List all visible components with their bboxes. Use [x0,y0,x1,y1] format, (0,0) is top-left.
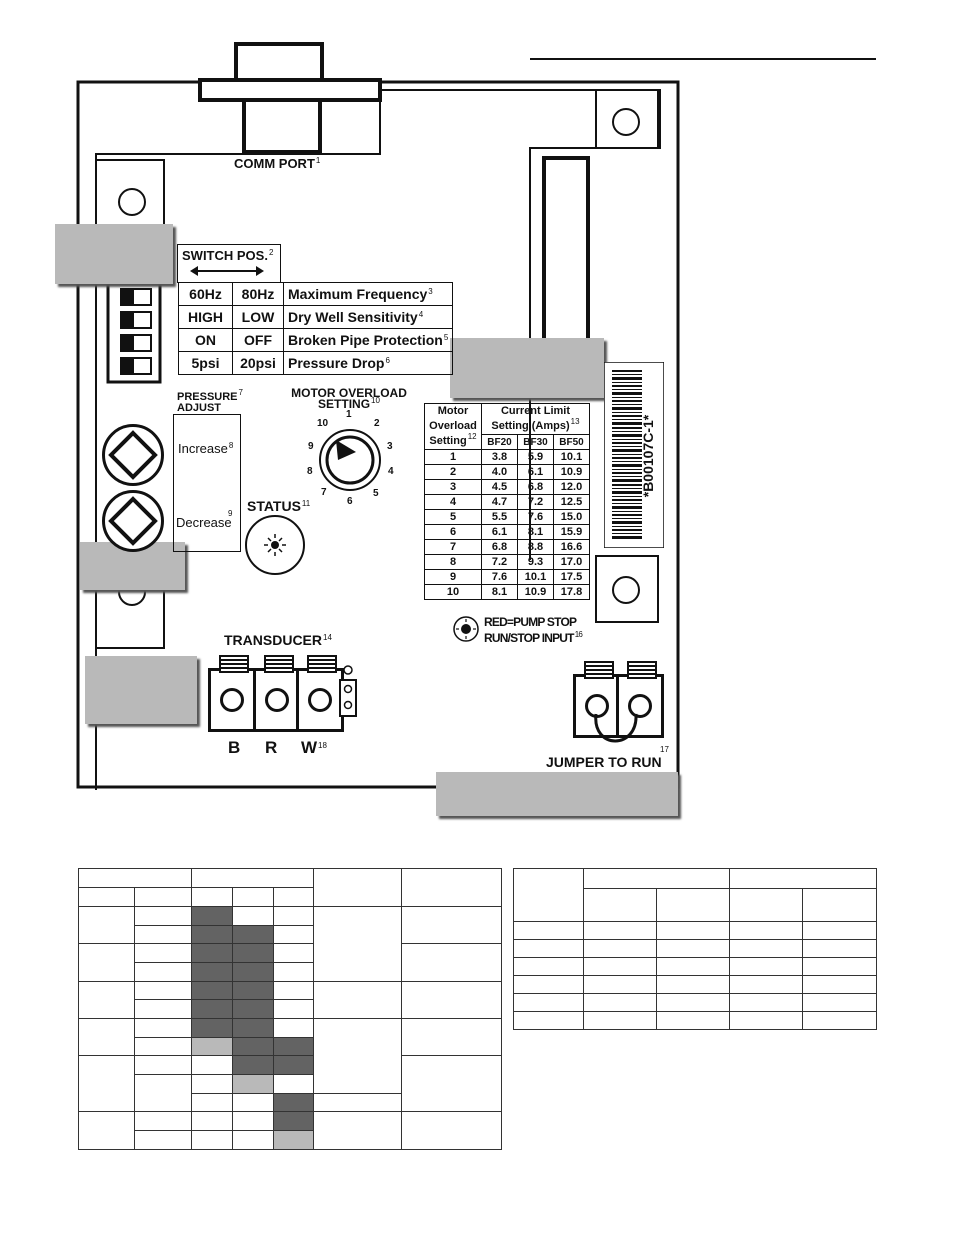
dip-switch-1[interactable] [120,288,152,306]
switch-row: HIGH LOW Dry Well Sensitivity4 [178,305,454,329]
diamond-icon [108,430,158,480]
callout-box [450,338,604,398]
barcode-text: *B00107C-1* [640,414,656,498]
terminal-w-label: W18 [301,738,327,757]
jumper-wire-icon [594,713,638,743]
callout-box [55,224,173,284]
dial-number: 1 [346,409,352,420]
switch-pos-header: SWITCH POS.2 [177,244,281,283]
increase-label: Increase [178,441,228,456]
jumper-pins-icon [339,665,357,717]
run-terminal-1[interactable] [573,661,621,738]
status-led-icon [245,515,305,575]
motor-overload-label: MOTOR OVERLOAD SETTING10 [291,386,407,411]
run-stop-label: RED=PUMP STOP RUN/STOP INPUT16 [484,615,583,645]
switch-row: 5psi 20psi Pressure Drop6 [178,351,454,375]
comm-port-label: COMM PORT1 [234,156,321,171]
callout-box [85,656,197,724]
jumper-note: 17 [660,745,669,754]
motor-overload-dial[interactable] [300,410,400,510]
switch-row: 60Hz 80Hz Maximum Frequency3 [178,282,454,306]
transducer-label: TRANSDUCER14 [224,632,332,648]
pressure-adjust-label: PRESSURE7 ADJUST [177,388,243,414]
dial-number: 3 [387,441,393,452]
terminal-b[interactable] [208,655,256,732]
mount-hole-icon [118,188,146,216]
jumper-label: JUMPER TO RUN [546,754,662,770]
settings-grid-right [513,868,877,1030]
decrease-button[interactable] [102,490,164,552]
increase-button[interactable] [102,424,164,486]
dial-number: 4 [388,466,394,477]
double-arrow-icon [190,266,264,276]
barcode-icon [604,362,664,548]
dip-switch-3[interactable] [120,334,152,352]
settings-grid-left [78,868,502,1150]
terminal-b-label: B [228,738,241,757]
run-terminal-2[interactable] [616,661,664,738]
dip-switch-4[interactable] [120,357,152,375]
current-limit-table: Motor Overload Setting12 Current Limit S… [424,403,590,600]
diamond-icon [108,496,158,546]
pressure-adjust-box: Increase8 9 Decrease [173,414,241,552]
run-stop-led-icon [453,616,479,642]
header-rule [530,58,876,60]
terminal-w[interactable] [296,655,344,732]
callout-box [436,772,678,816]
dial-number: 8 [307,466,313,477]
dial-number: 2 [374,418,380,429]
switch-row: ON OFF Broken Pipe Protection5 [178,328,454,352]
decrease-label: Decrease [176,515,232,530]
dial-number: 5 [373,488,379,499]
mount-hole-icon [612,108,640,136]
dial-number: 9 [308,441,314,452]
terminal-r[interactable] [253,655,301,732]
dip-switch-2[interactable] [120,311,152,329]
mount-hole-icon [612,576,640,604]
switch-table: 60Hz 80Hz Maximum Frequency3 HIGH LOW Dr… [178,282,454,375]
dial-number: 7 [321,487,327,498]
status-label: STATUS11 [247,498,311,514]
dial-number: 10 [317,418,329,429]
dial-number: 6 [347,496,353,507]
terminal-r-label: R [265,738,278,757]
